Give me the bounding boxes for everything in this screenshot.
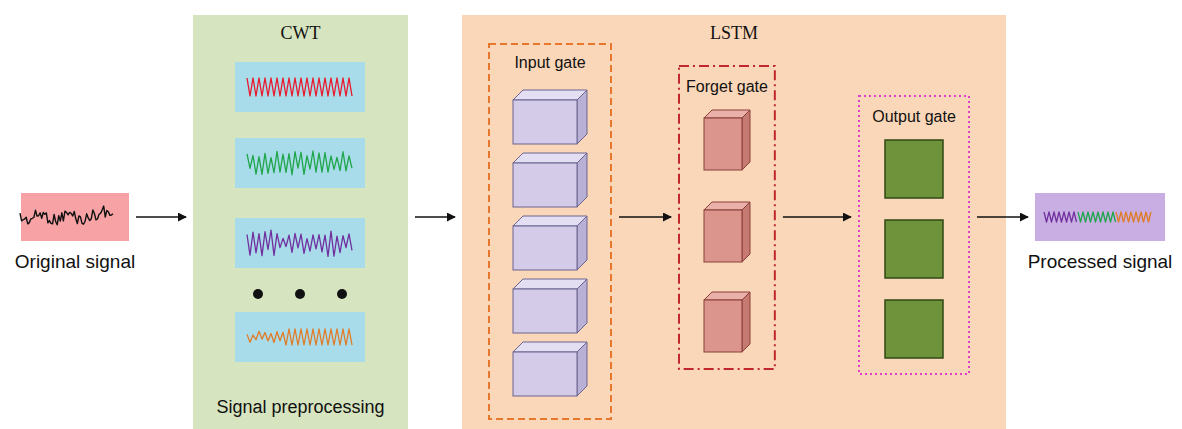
ellipsis-dot [337, 289, 347, 299]
waveform [20, 206, 113, 225]
gate-label: Input gate [514, 53, 585, 72]
gate-cube [513, 90, 587, 144]
gate-cube [704, 292, 750, 352]
gate-outline [678, 65, 776, 370]
gate-square [885, 220, 943, 278]
panel-title: LSTM [710, 23, 758, 45]
gate-label: Output gate [872, 107, 956, 126]
gate-box: Forget gate [678, 65, 776, 370]
wavelet-box [235, 62, 365, 112]
panel-title: CWT [281, 23, 321, 45]
gate-outline [488, 43, 612, 420]
waveform [247, 230, 352, 256]
panel-caption: Signal preprocessing [216, 397, 384, 419]
waveform [1044, 212, 1077, 222]
wavelet-box [235, 138, 365, 188]
stage-panel: LSTM Input gateForget gateOutput gate [462, 15, 1006, 429]
gate-cube [704, 202, 750, 262]
wavelet-box [235, 312, 365, 362]
waveform [1078, 212, 1116, 222]
flow-arrow [415, 216, 455, 218]
ellipsis-dot [253, 289, 263, 299]
gate-cube [513, 153, 587, 207]
gate-cube [513, 342, 587, 396]
wavelet-box [235, 218, 365, 268]
flow-arrow [783, 216, 851, 218]
gate-box: Input gate [488, 43, 612, 420]
signal-node: Processed signal [1020, 193, 1181, 273]
gate-square [885, 140, 943, 198]
signal-label: Processed signal [1028, 251, 1173, 274]
waveform [247, 151, 352, 175]
flow-arrow [619, 216, 671, 218]
signal-box [1035, 193, 1165, 241]
gate-outline [858, 95, 970, 375]
waveform [1116, 212, 1151, 222]
gate-label: Forget gate [686, 77, 768, 96]
gate-border [679, 66, 775, 369]
flow-arrow [136, 216, 186, 218]
gate-cube [704, 110, 750, 170]
signal-label: Original signal [15, 251, 135, 274]
waveform [247, 78, 352, 96]
stage-panel: CWT Signal preprocessing [193, 15, 408, 429]
flow-arrow [977, 216, 1028, 218]
gate-box: Output gate [858, 95, 970, 375]
gate-border [489, 44, 611, 419]
gate-square [885, 300, 943, 358]
gate-cube [513, 279, 587, 333]
signal-box [21, 193, 129, 241]
signal-node: Original signal [2, 193, 148, 273]
ellipsis-dot [295, 289, 305, 299]
gate-cube [513, 216, 587, 270]
gate-border [859, 96, 969, 374]
waveform [247, 329, 352, 345]
